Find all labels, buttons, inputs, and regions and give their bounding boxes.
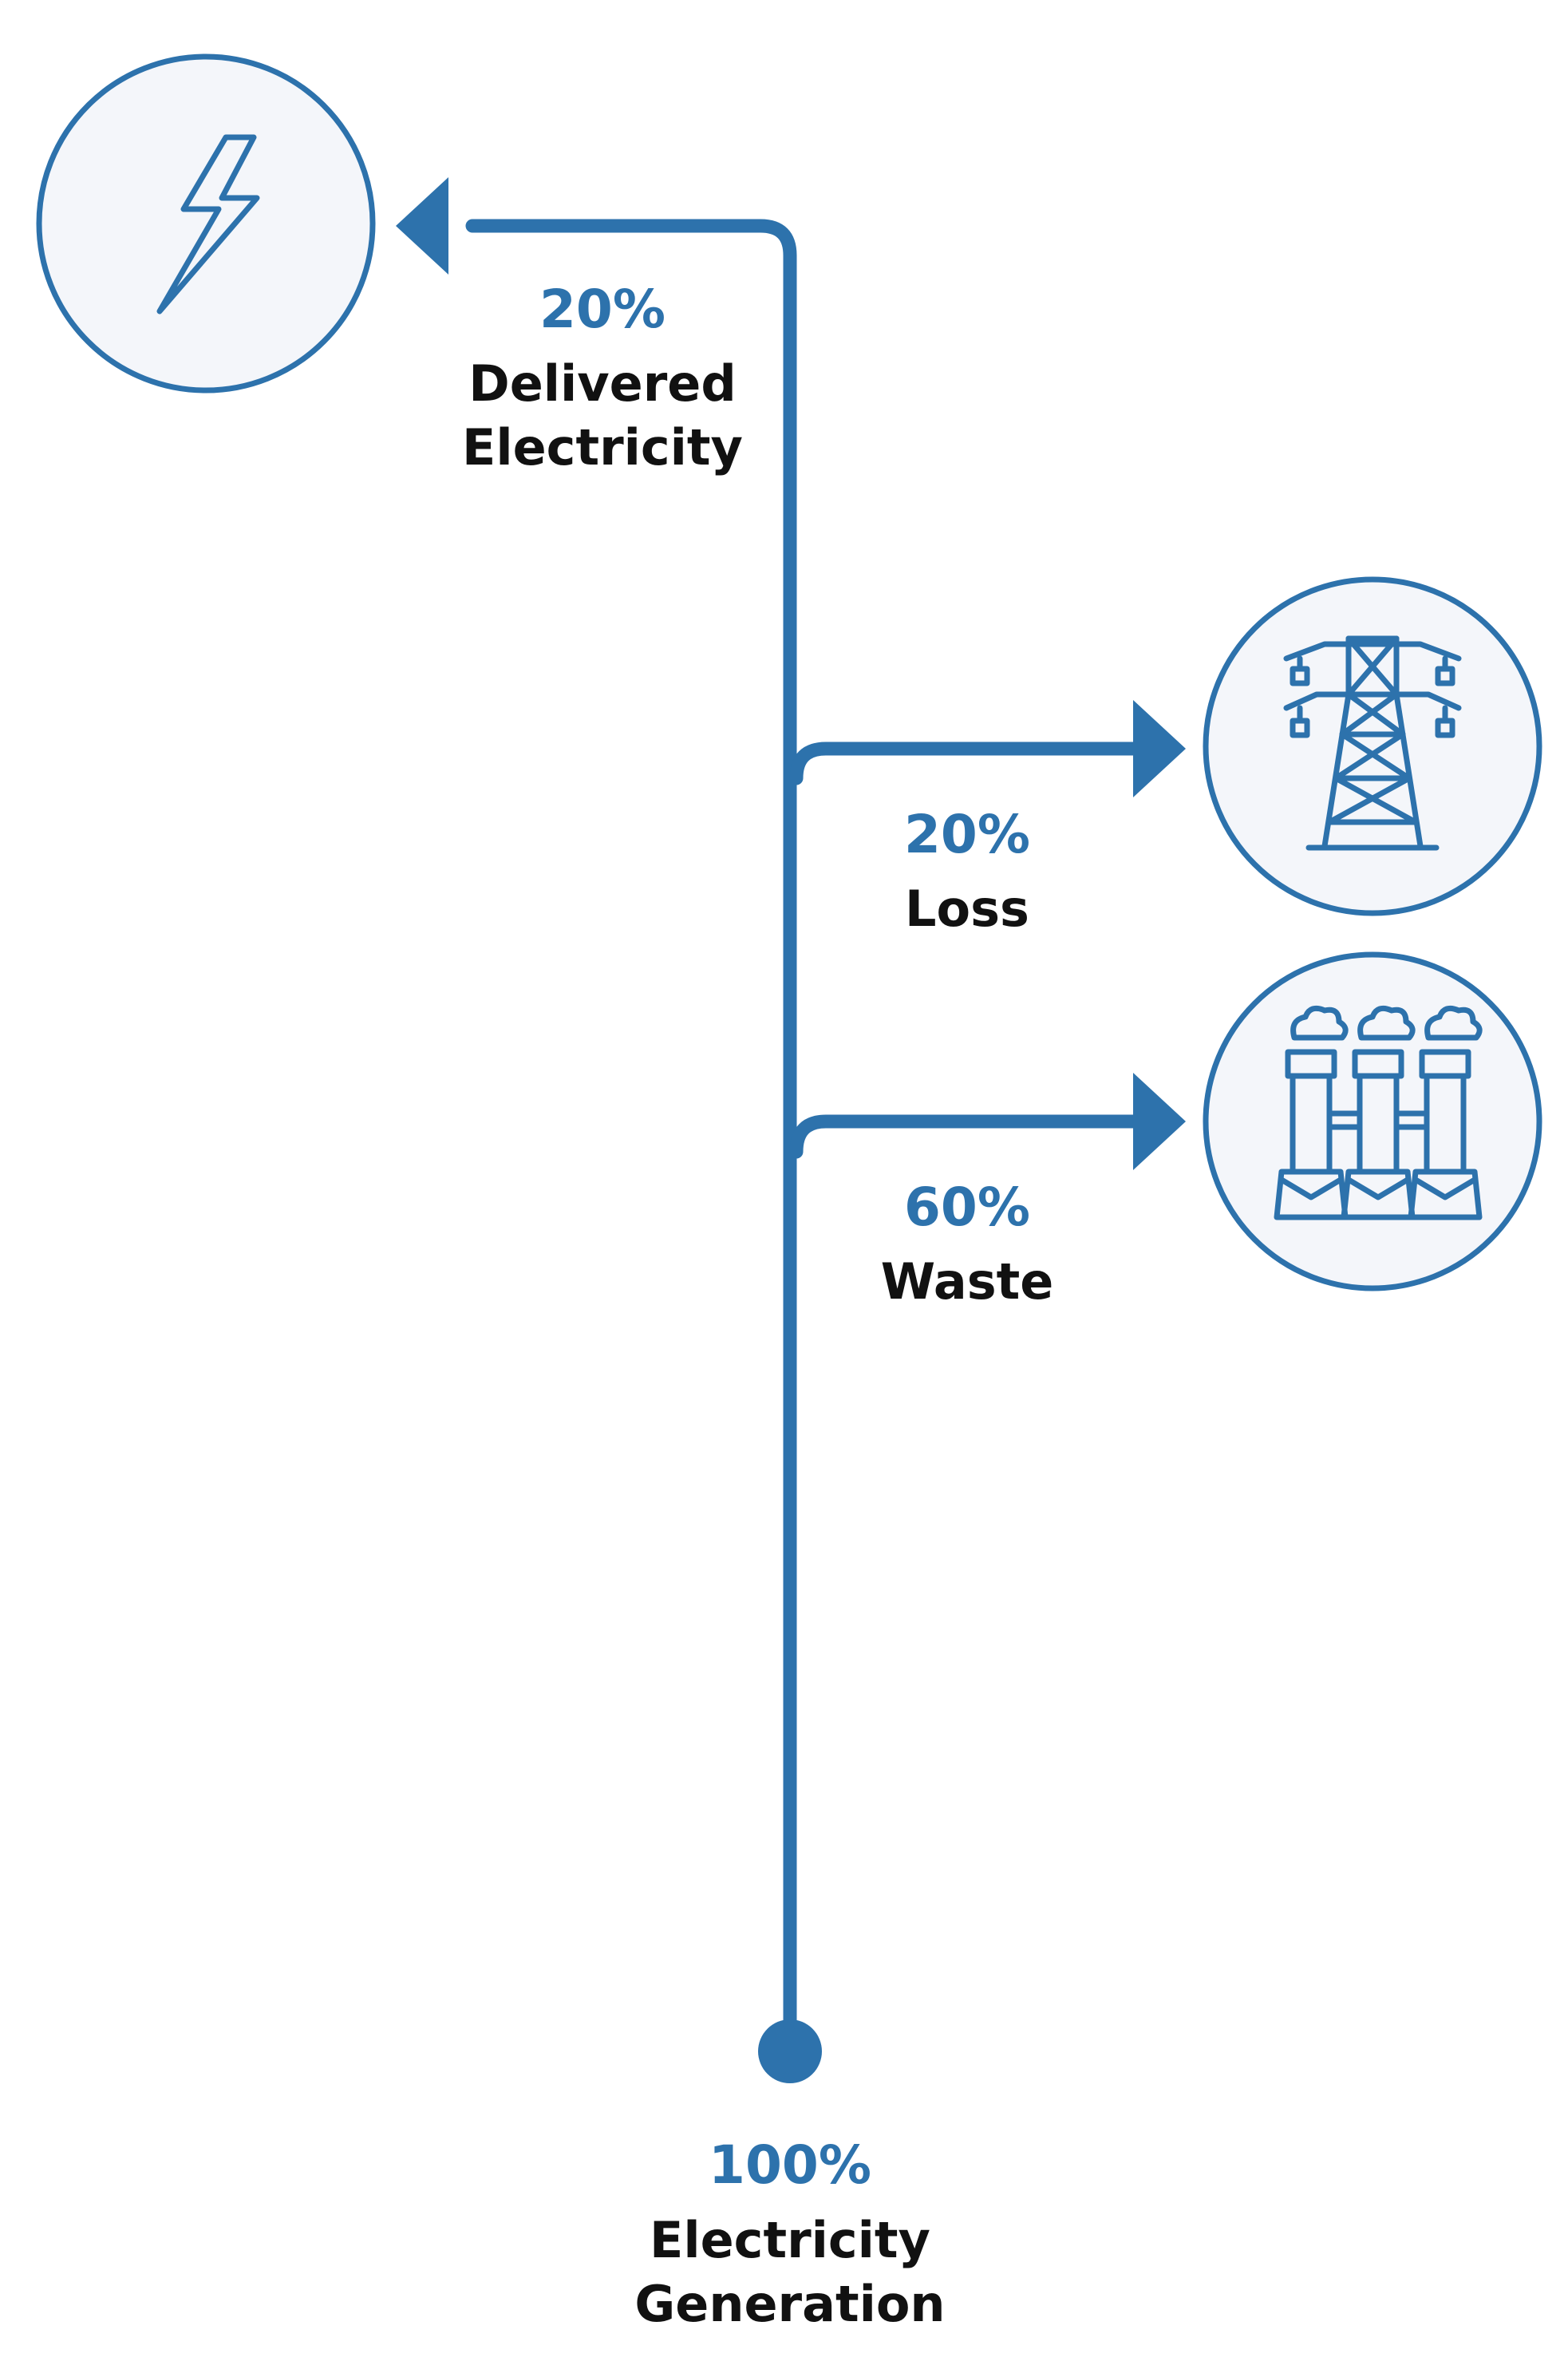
loss-branch-line: [789, 742, 1144, 785]
loss-percent: 20%: [904, 804, 1030, 865]
waste-label: Waste: [881, 1252, 1054, 1311]
lightning-bolt-icon: [156, 134, 260, 314]
waste-percent: 60%: [904, 1177, 1030, 1238]
source-percent: 100%: [709, 2134, 871, 2196]
transmission-tower-icon: [1283, 635, 1462, 851]
delivered-arrowhead: [396, 177, 448, 275]
waste-icon-badge: [1203, 951, 1542, 1291]
loss-arrowhead: [1133, 700, 1186, 797]
source-label-line-2: Generation: [634, 2275, 945, 2333]
delivered-label-line-1: Delivered: [468, 354, 737, 413]
delivered-label-line-2: Electricity: [462, 418, 743, 477]
delivered-icon-badge: [36, 53, 376, 394]
trunk-line: [465, 219, 797, 2059]
waste-branch-line: [789, 1114, 1144, 1159]
source-label-line-1: Electricity: [650, 2211, 930, 2269]
loss-icon-badge: [1203, 576, 1542, 916]
power-plant-smokestacks-icon: [1274, 1005, 1483, 1220]
source-node: [758, 2019, 822, 2083]
waste-arrowhead: [1133, 1073, 1186, 1170]
delivered-percent: 20%: [539, 279, 666, 340]
loss-label: Loss: [905, 880, 1029, 938]
